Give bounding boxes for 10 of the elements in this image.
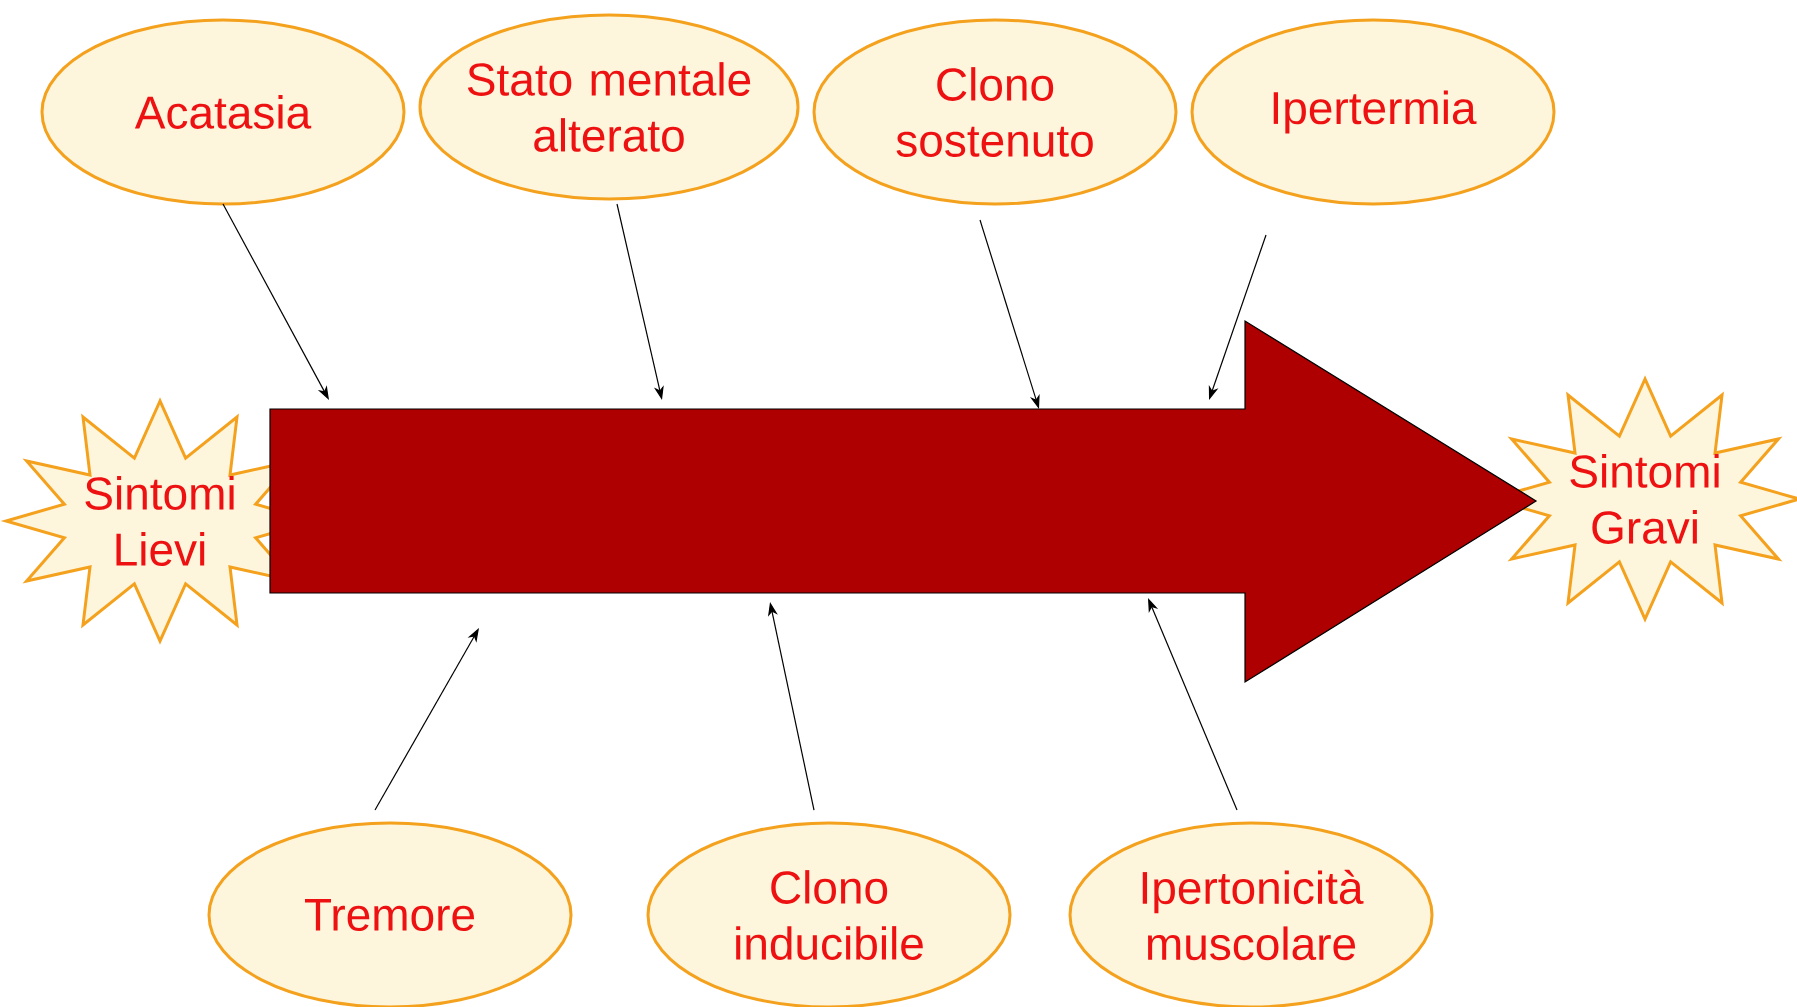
ellipse-bubble: Ipertonicità muscolare (1068, 821, 1434, 1007)
block-arrow (269, 319, 1538, 684)
ellipse-bubble: Clono inducibile (646, 821, 1012, 1007)
arrow (222, 203, 329, 400)
ellipse-bubble: Clono sostenuto (812, 18, 1178, 206)
ellipse-bubble: Ipertermia (1190, 18, 1556, 206)
ellipse-bubble: Acatasia (40, 18, 406, 206)
ellipse-bubble: Tremore (207, 821, 573, 1007)
arrow (374, 628, 479, 811)
ellipse-bubble: Stato mentale alterato (418, 13, 800, 201)
